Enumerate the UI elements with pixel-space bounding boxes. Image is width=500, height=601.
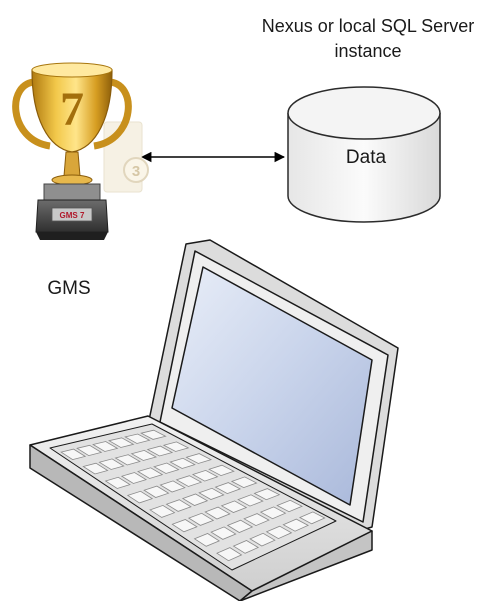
keyboard-key <box>171 519 198 533</box>
laptop-screen <box>171 266 373 506</box>
laptop-keys <box>60 429 326 562</box>
keyboard-key <box>175 475 203 487</box>
keyboard-key <box>108 437 135 448</box>
keyboard-key <box>120 472 148 484</box>
keyboard-key <box>193 533 221 547</box>
keyboard-key <box>181 493 209 506</box>
keyboard-key <box>76 444 103 457</box>
badge-numeral: 3 <box>132 163 140 180</box>
keyboard-key <box>265 525 293 540</box>
keyboard-key <box>165 499 192 512</box>
trophy-plaque-text: GMS 7 <box>60 211 85 220</box>
keyboard-key <box>187 512 215 526</box>
server-label-line2: instance <box>334 41 401 61</box>
keyboard-key <box>114 454 141 466</box>
keyboard-key <box>146 445 174 457</box>
keyboard-key <box>220 500 248 513</box>
keyboard-key <box>191 469 219 482</box>
keyboard-key <box>140 429 167 440</box>
keyboard-key <box>282 518 310 532</box>
gms-label: GMS <box>47 278 90 299</box>
keyboard-key <box>276 499 303 513</box>
database-label: Data <box>346 147 387 168</box>
keyboard-key <box>169 457 196 469</box>
badge-card-icon: 3 <box>103 121 149 193</box>
keyboard-key <box>198 487 225 500</box>
keyboard-key <box>298 511 326 525</box>
keyboard-key <box>104 476 131 489</box>
keyboard-key <box>82 462 109 475</box>
keyboard-key <box>226 519 254 533</box>
keyboard-key <box>137 467 164 479</box>
keyboard-key <box>216 547 243 562</box>
keyboard-key <box>162 441 190 452</box>
keyboard-key <box>153 462 180 474</box>
keyboard-key <box>210 526 237 540</box>
keyboard-key <box>237 494 264 507</box>
keyboard-key <box>130 449 158 461</box>
trophy-numeral: 7 <box>60 83 84 136</box>
keyboard-key <box>230 476 258 489</box>
keyboard-key <box>243 513 270 527</box>
keyboard-key <box>126 490 154 504</box>
keyboard-key <box>214 482 242 495</box>
keyboard-key <box>249 532 276 547</box>
keyboard-key <box>259 506 287 520</box>
keyboard-key <box>159 480 186 493</box>
keyboard-key <box>232 540 260 554</box>
keyboard-key <box>98 458 125 470</box>
keyboard-key <box>143 485 170 498</box>
keyboard-key <box>149 504 176 518</box>
gms-trophy-logo: 3 7 GMS 7 <box>12 62 149 240</box>
keyboard-key <box>185 453 213 464</box>
server-label-line1: Nexus or local SQL Server <box>262 16 474 36</box>
keyboard-key <box>204 506 231 520</box>
keyboard-key <box>92 441 119 452</box>
keyboard-key <box>253 488 281 501</box>
keyboard-key <box>208 464 235 477</box>
database-icon <box>287 86 441 223</box>
keyboard-key <box>124 433 151 444</box>
keyboard-key <box>60 448 87 461</box>
